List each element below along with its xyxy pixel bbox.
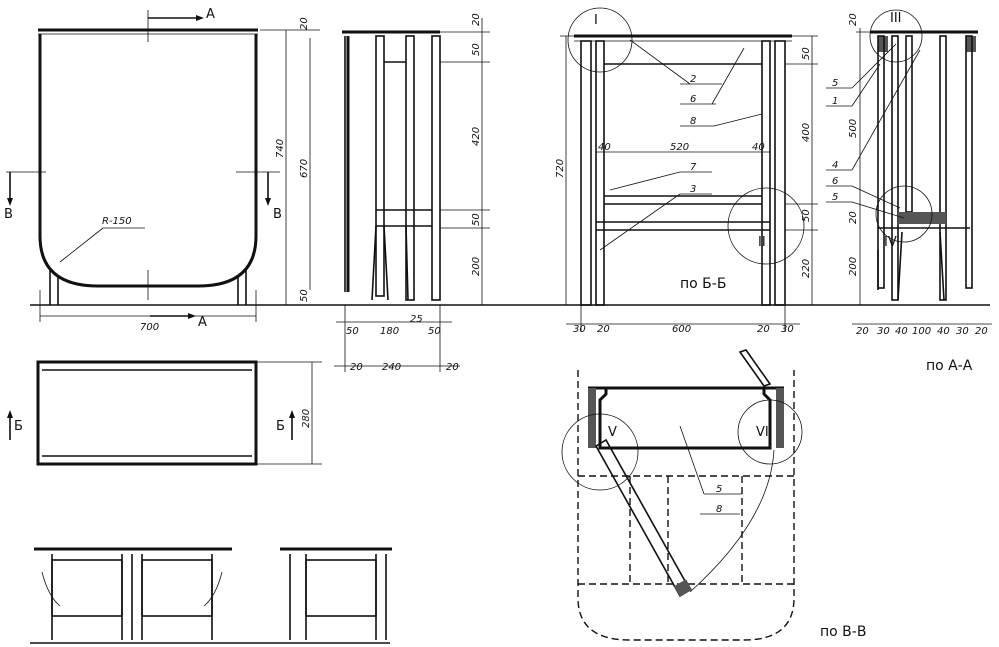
usage-sketches [30, 547, 392, 644]
side-dim-50-left: 50 [346, 326, 359, 337]
section-a-mark-top: A [206, 7, 215, 22]
side-dim-50-right: 50 [428, 326, 441, 337]
aa-bottom-20-b: 20 [975, 326, 988, 337]
aa-callout-4: 4 [832, 160, 838, 171]
bb-height-720: 720 [555, 159, 566, 178]
side-top-20: 20 [471, 13, 482, 26]
aa-callout-1: 1 [832, 96, 838, 107]
node-I [567, 7, 633, 73]
section-bb-caption: по Б-Б [680, 276, 726, 292]
side-dim-200: 200 [471, 257, 482, 276]
aa-bottom-40-b: 40 [937, 326, 950, 337]
node-III-label: III [890, 11, 902, 26]
plan-view: 280 Б Б [7, 360, 322, 466]
bb-bottom-30-right: 30 [781, 324, 794, 335]
section-vv: V VI 5 8 по В-В [561, 349, 866, 641]
front-top-20: 20 [299, 17, 310, 30]
bb-right-220: 220 [801, 259, 812, 278]
vv-callout-5: 5 [716, 484, 722, 495]
aa-callout-5-top: 5 [832, 78, 838, 89]
node-VI-label: VI [756, 425, 769, 440]
side-dim-20-left: 20 [350, 362, 363, 373]
radius-label: R-150 [102, 216, 132, 227]
node-V [561, 413, 639, 491]
aa-bottom-100: 100 [912, 326, 931, 337]
front-width-dim: 700 [140, 322, 159, 333]
section-b-mark-left: B [4, 207, 13, 222]
side-dim-25: 25 [410, 314, 423, 325]
plan-mark-right: Б [276, 419, 285, 434]
bb-bottom-600: 600 [672, 324, 691, 335]
bb-right-50-top: 50 [801, 47, 812, 60]
node-IV [875, 185, 933, 243]
plan-depth-280: 280 [301, 409, 312, 428]
side-dim-20-right: 20 [446, 362, 459, 373]
bb-bottom-30-left: 30 [573, 324, 586, 335]
side-dim-180: 180 [380, 326, 399, 337]
node-IV-label: IV [884, 235, 897, 250]
aa-callout-5-bottom: 5 [832, 192, 838, 203]
bb-callout-6: 6 [690, 94, 696, 105]
node-II [727, 187, 805, 265]
node-II-label: II [758, 235, 766, 250]
bb-callout-2: 2 [690, 74, 696, 85]
aa-left-20-mid: 20 [848, 211, 859, 224]
aa-left-20-top: 20 [848, 13, 859, 26]
front-height-740: 740 [275, 139, 286, 158]
front-height-670: 670 [299, 159, 310, 178]
bb-callout-3: 3 [690, 184, 696, 195]
section-vv-caption: по В-В [820, 624, 866, 640]
aa-bottom-30-b: 30 [956, 326, 969, 337]
aa-right-500: 500 [848, 119, 859, 138]
node-V-label: V [608, 425, 617, 440]
bb-mid-520: 520 [670, 142, 689, 153]
bb-mid-40-right: 40 [752, 142, 765, 153]
bb-callout-7: 7 [690, 162, 697, 173]
vv-callout-8: 8 [716, 504, 722, 515]
section-bb: I II 2 6 8 7 3 40 520 40 720 50 400 [555, 7, 818, 335]
node-I-label: I [594, 13, 598, 28]
bb-right-50-mid: 50 [801, 209, 812, 222]
bb-bottom-20-right: 20 [757, 324, 770, 335]
side-dim-50-mid: 50 [471, 213, 482, 226]
aa-bottom-40-a: 40 [895, 326, 908, 337]
aa-bottom-30-a: 30 [877, 326, 890, 337]
aa-left-200: 200 [848, 257, 859, 276]
node-VI [737, 399, 803, 465]
node-III [869, 9, 923, 63]
section-aa: III IV 5 1 4 6 5 20 20 200 500 20 30 40 … [826, 9, 992, 374]
plan-mark-left: Б [14, 419, 23, 434]
side-dim-50-top: 50 [471, 43, 482, 56]
side-view: 20 50 420 50 200 50 180 25 50 20 240 20 [334, 13, 490, 373]
section-a-mark-bottom: A [198, 315, 207, 330]
bb-callout-8: 8 [690, 116, 696, 127]
side-dim-420: 420 [471, 127, 482, 146]
section-aa-caption: по А-А [926, 358, 973, 374]
side-dim-240: 240 [382, 362, 401, 373]
aa-callout-6: 6 [832, 176, 838, 187]
section-b-mark-right: B [273, 207, 282, 222]
bb-mid-40-left: 40 [598, 142, 611, 153]
front-view: R-150 A A B B 700 740 670 50 20 [4, 7, 320, 333]
bb-right-400: 400 [801, 123, 812, 142]
bb-bottom-20-left: 20 [597, 324, 610, 335]
front-offset-50: 50 [299, 289, 310, 302]
aa-bottom-20-a: 20 [856, 326, 869, 337]
